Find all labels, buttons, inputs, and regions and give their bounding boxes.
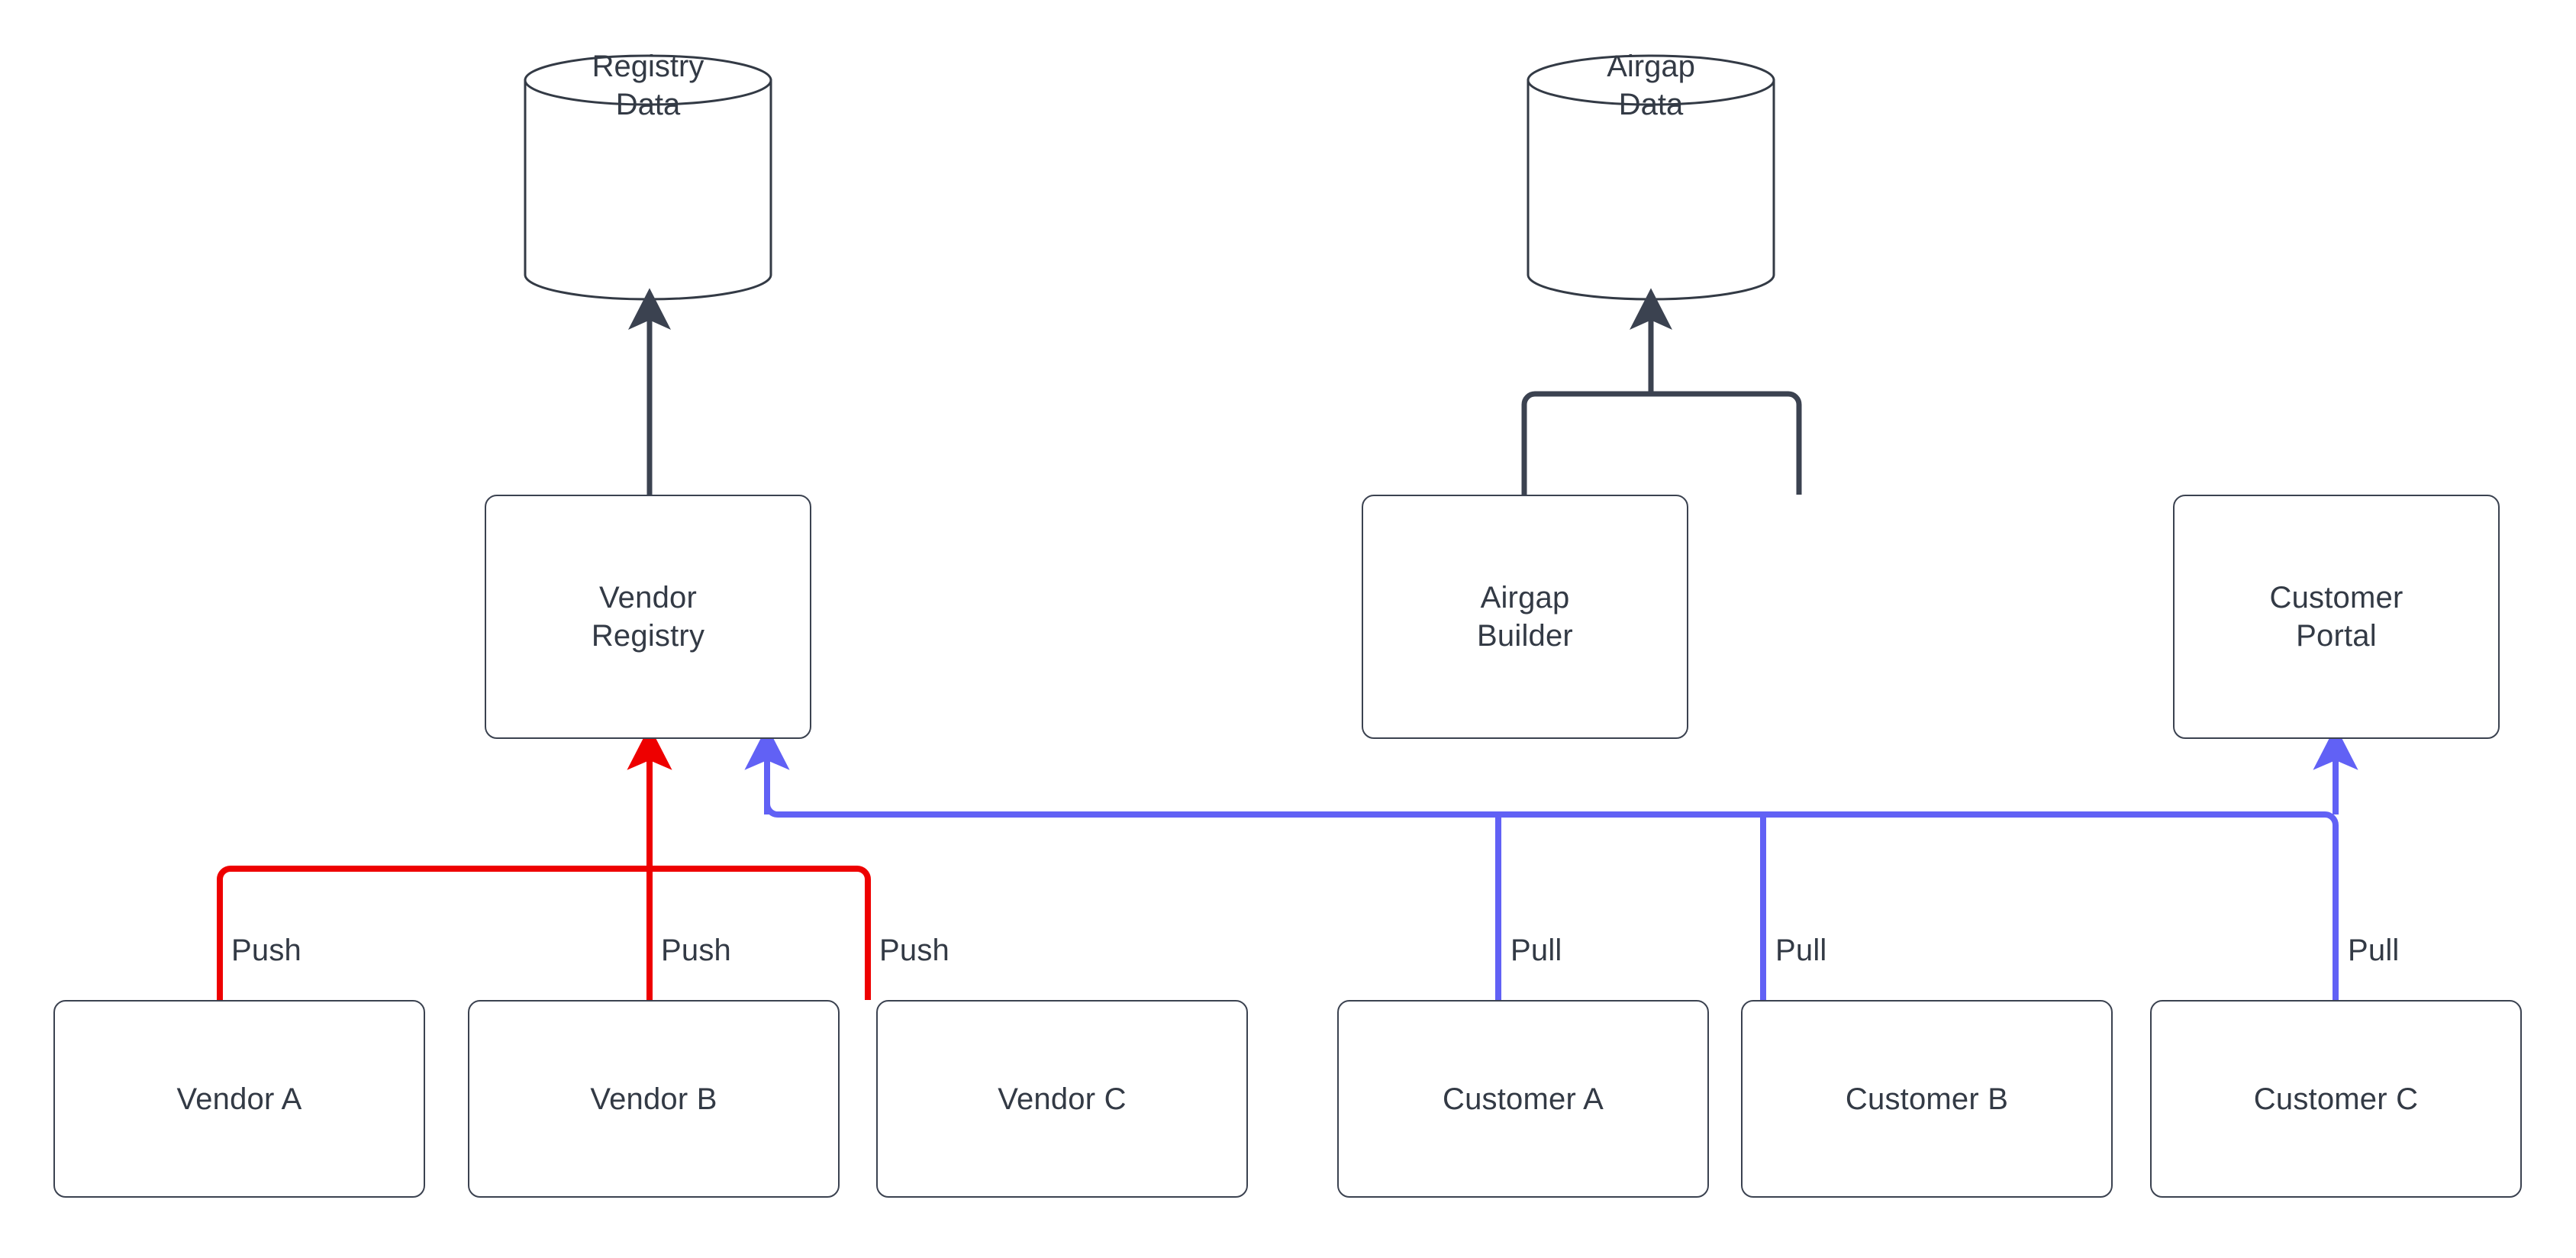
node-customer-portal[interactable]: Customer Portal (2173, 495, 2500, 739)
registry-data-cylinder-shape (524, 54, 772, 301)
edge-label-push-vendor-a: Push (231, 934, 301, 967)
edge-label-push-vendor-c: Push (879, 934, 949, 967)
node-customer-b[interactable]: Customer B (1741, 1000, 2113, 1198)
node-vendor-c[interactable]: Vendor C (876, 1000, 1248, 1198)
edge-label-pull-customer-a: Pull (1510, 934, 1562, 967)
node-vendor-registry[interactable]: Vendor Registry (485, 495, 811, 739)
node-customer-c[interactable]: Customer C (2150, 1000, 2522, 1198)
edge-airgap-bracket (1521, 391, 1802, 495)
airgap-data-label: Airgap Data (1607, 50, 1695, 121)
node-vendor-a[interactable]: Vendor A (53, 1000, 425, 1198)
edge-label-push-vendor-b: Push (661, 934, 731, 967)
node-airgap-builder[interactable]: Airgap Builder (1362, 495, 1688, 739)
airgap-data-cylinder-shape (1527, 54, 1775, 301)
edge-label-pull-customer-b: Pull (1775, 934, 1827, 967)
node-customer-a[interactable]: Customer A (1337, 1000, 1709, 1198)
node-vendor-b[interactable]: Vendor B (468, 1000, 840, 1198)
edge-push-bus (217, 866, 871, 1000)
edge-label-pull-customer-c: Pull (2348, 934, 2400, 967)
registry-data-label: Registry Data (592, 50, 704, 121)
